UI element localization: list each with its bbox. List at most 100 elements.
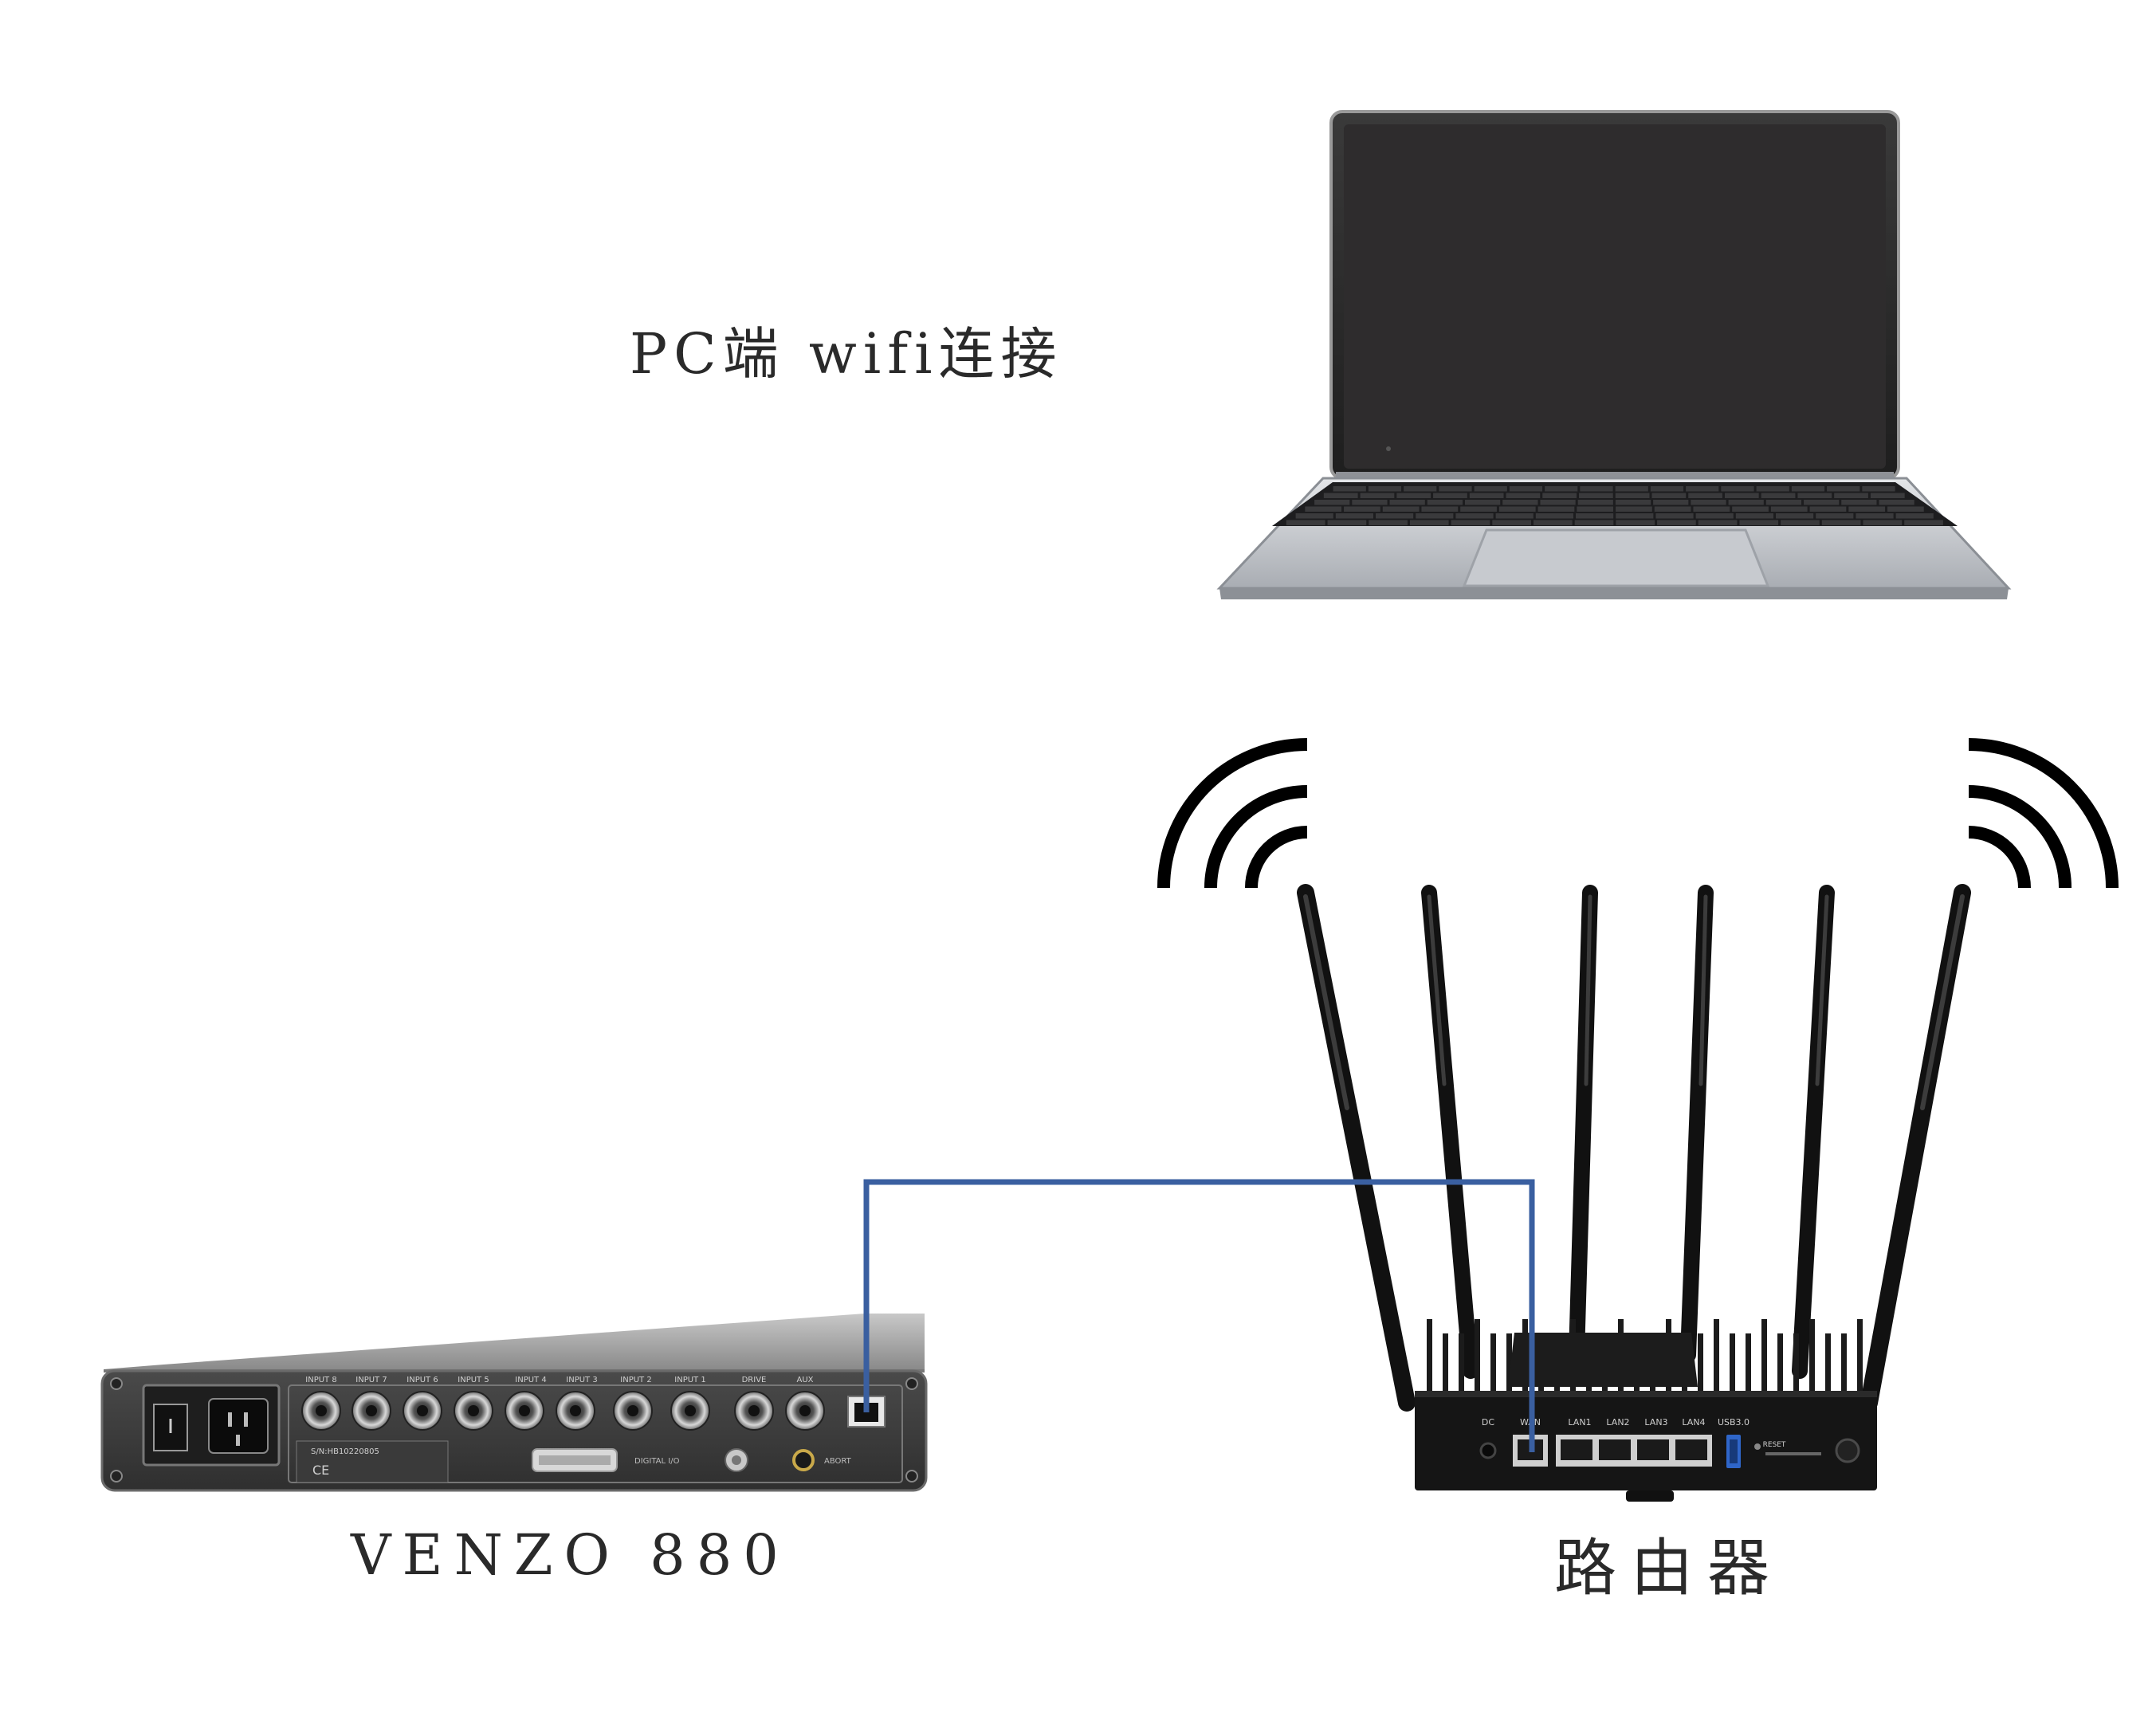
keyboard-key	[1369, 520, 1408, 526]
abort-label: ABORT	[824, 1457, 852, 1466]
input-label-6: INPUT 6	[406, 1376, 438, 1384]
keyboard-key	[1506, 493, 1541, 499]
keyboard-key	[1736, 513, 1773, 519]
bnc-pin	[366, 1405, 377, 1416]
input-label-3: INPUT 3	[566, 1376, 597, 1384]
keyboard-key	[1542, 493, 1577, 499]
abort-connector	[794, 1451, 813, 1470]
keyboard-key	[1470, 493, 1504, 499]
laptop-front-edge	[1219, 588, 2009, 599]
heatsink-fin	[1475, 1319, 1480, 1391]
dc-jack	[1481, 1443, 1495, 1458]
heatsink-fin	[1777, 1333, 1783, 1391]
keyboard-key	[1797, 493, 1832, 499]
keyboard-key	[1766, 500, 1801, 505]
keyboard-key	[1827, 486, 1860, 492]
keyboard-key	[1352, 500, 1387, 505]
reset-button	[1754, 1443, 1761, 1450]
keyboard-key	[1545, 486, 1577, 492]
keyboard-key	[1305, 507, 1341, 512]
keyboard-key	[1416, 513, 1453, 519]
keyboard-key	[1536, 513, 1573, 519]
bnc-pin	[468, 1405, 479, 1416]
heatsink-fin	[1841, 1333, 1847, 1391]
keyboard-key	[1804, 500, 1839, 505]
keyboard-key	[1792, 486, 1824, 492]
keyboard-key	[1465, 500, 1500, 505]
keyboard-key	[1696, 513, 1734, 519]
port-label-dc: DC	[1482, 1417, 1494, 1428]
pc-wifi-label: PC端 wifi连接	[630, 309, 1063, 390]
keyboard-key	[1540, 500, 1575, 505]
heatsink-fin	[1857, 1319, 1863, 1391]
keyboard-key	[1879, 500, 1914, 505]
keyboard-key	[1421, 507, 1458, 512]
keyboard-key	[1286, 520, 1325, 526]
keyboard-key	[1616, 493, 1650, 499]
keyboard-key	[1496, 513, 1534, 519]
bnc-pin	[519, 1405, 530, 1416]
keyboard-key	[1721, 486, 1753, 492]
router-antennas	[1306, 893, 1962, 1403]
keyboard-key	[1475, 486, 1507, 492]
keyboard-key	[1896, 513, 1934, 519]
wifi-signal-left-icon	[1164, 744, 1307, 888]
keyboard-key	[1691, 500, 1726, 505]
keyboard-key	[1616, 520, 1655, 526]
keyboard-key	[1324, 493, 1358, 499]
heatsink-fin	[1427, 1319, 1432, 1391]
keyboard-key	[1810, 507, 1847, 512]
keyboard-key	[1410, 520, 1449, 526]
keyboard-key	[1781, 520, 1820, 526]
heatsink-fin	[1793, 1333, 1799, 1391]
keyboard-key	[1616, 486, 1648, 492]
keyboard-key	[1688, 493, 1722, 499]
keyboard-key	[1616, 507, 1652, 512]
keyboard-key	[1361, 493, 1395, 499]
heatsink-fin	[1761, 1319, 1767, 1391]
keyboard-key	[1834, 493, 1868, 499]
keyboard-key	[1863, 520, 1902, 526]
keyboard-key	[1383, 507, 1420, 512]
heatsink-fin	[1746, 1333, 1751, 1391]
keyboard-key	[1499, 507, 1536, 512]
keyboard-key	[1455, 513, 1493, 519]
keyboard-key	[1439, 486, 1471, 492]
keyboard-key	[1433, 493, 1467, 499]
keyboard-key	[1655, 507, 1691, 512]
port-label-usb: USB3.0	[1718, 1417, 1750, 1428]
input-label-2: INPUT 2	[620, 1376, 651, 1384]
reset-label: RESET	[1763, 1441, 1786, 1449]
keyboard-key	[1492, 520, 1531, 526]
wifi-signal-right-icon	[1969, 744, 2112, 888]
laptop	[1219, 112, 2009, 599]
keyboard-key	[1328, 520, 1367, 526]
keyboard-key	[1725, 493, 1759, 499]
input-label-5: INPUT 5	[458, 1376, 489, 1384]
bnc-pin	[627, 1405, 638, 1416]
keyboard-key	[1616, 513, 1653, 519]
laptop-screen	[1344, 124, 1886, 469]
keyboard-key	[1856, 513, 1893, 519]
keyboard-key	[1376, 513, 1413, 519]
router-foot	[1626, 1490, 1674, 1502]
keyboard-key	[1576, 513, 1613, 519]
venzo-top	[104, 1314, 925, 1369]
heatsink-fin	[1730, 1333, 1735, 1391]
input-label-8: INPUT 8	[305, 1376, 336, 1384]
heatsink-fin	[1698, 1333, 1703, 1391]
keyboard-key	[1757, 486, 1789, 492]
laptop-touchpad	[1464, 530, 1768, 586]
keyboard-key	[1653, 500, 1688, 505]
keyboard-key	[1580, 486, 1612, 492]
router-top-plate	[1508, 1333, 1698, 1387]
keyboard-key	[1510, 486, 1542, 492]
led-strip	[1765, 1452, 1821, 1455]
keyboard-key	[1369, 486, 1401, 492]
bnc-pin	[570, 1405, 581, 1416]
keyboard-key	[1651, 486, 1683, 492]
keyboard-key	[1296, 513, 1333, 519]
input-label-7: INPUT 7	[355, 1376, 387, 1384]
router-knob	[1836, 1439, 1859, 1462]
